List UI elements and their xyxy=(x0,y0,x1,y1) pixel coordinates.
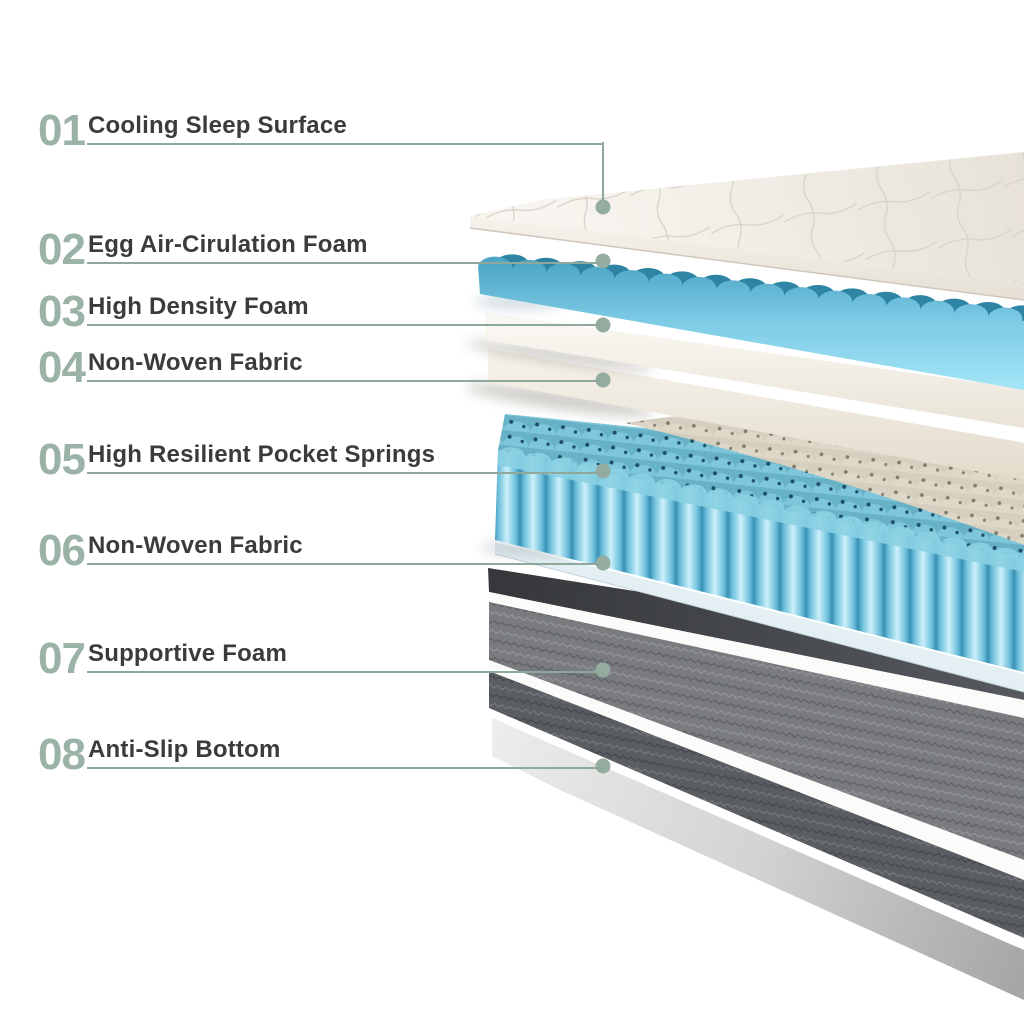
leader-dot-01 xyxy=(595,199,611,215)
label-row-03: 03 High Density Foam xyxy=(38,282,608,334)
label-text-08: Anti-Slip Bottom xyxy=(88,736,281,763)
layer-01-quilted-top xyxy=(469,152,1024,301)
leader-underline-02 xyxy=(87,262,604,264)
label-row-08: 08 Anti-Slip Bottom xyxy=(38,725,608,777)
leader-underline-06 xyxy=(87,563,604,565)
label-text-01: Cooling Sleep Surface xyxy=(88,112,347,139)
label-row-05: 05 High Resilient Pocket Springs xyxy=(38,430,608,482)
leader-lines xyxy=(595,142,611,774)
leader-underline-07 xyxy=(87,671,604,673)
label-text-06: Non-Woven Fabric xyxy=(88,532,303,559)
shadow-fabric-04 xyxy=(465,384,655,416)
label-number-06: 06 xyxy=(38,526,86,575)
leader-underline-03 xyxy=(87,324,604,326)
label-number-02: 02 xyxy=(38,225,86,274)
shadow-foam-03 xyxy=(465,340,655,372)
label-row-04: 04 Non-Woven Fabric xyxy=(38,338,608,390)
label-text-05: High Resilient Pocket Springs xyxy=(88,441,436,468)
label-number-04: 04 xyxy=(38,343,86,392)
label-row-06: 06 Non-Woven Fabric xyxy=(38,521,608,573)
layer-05-pocket-springs xyxy=(495,414,1024,672)
leader-underline-05 xyxy=(87,472,604,474)
label-text-04: Non-Woven Fabric xyxy=(88,349,303,376)
leader-dot-02 xyxy=(595,253,611,269)
layer-08-anti-slip-bottom xyxy=(492,718,1024,1000)
layer-07-supportive-foam xyxy=(488,568,1024,938)
label-number-08: 08 xyxy=(38,730,86,779)
label-row-01: 01 Cooling Sleep Surface xyxy=(38,101,608,153)
leader-underline-08 xyxy=(87,767,604,769)
label-number-01: 01 xyxy=(38,106,86,155)
label-number-07: 07 xyxy=(38,634,86,683)
label-row-07: 07 Supportive Foam xyxy=(38,629,608,681)
label-number-03: 03 xyxy=(38,287,86,336)
label-text-07: Supportive Foam xyxy=(88,640,288,667)
layer-02-egg-foam xyxy=(478,254,1024,390)
leader-underline-04 xyxy=(87,380,604,382)
label-text-03: High Density Foam xyxy=(88,293,309,320)
label-row-02: 02 Egg Air-Cirulation Foam xyxy=(38,220,608,272)
label-number-05: 05 xyxy=(38,435,86,484)
label-text-02: Egg Air-Cirulation Foam xyxy=(88,231,368,258)
leader-dot-07 xyxy=(595,662,611,678)
leader-dot-05 xyxy=(595,463,611,479)
leader-dot-08 xyxy=(595,758,611,774)
leader-underline-01 xyxy=(87,143,604,145)
